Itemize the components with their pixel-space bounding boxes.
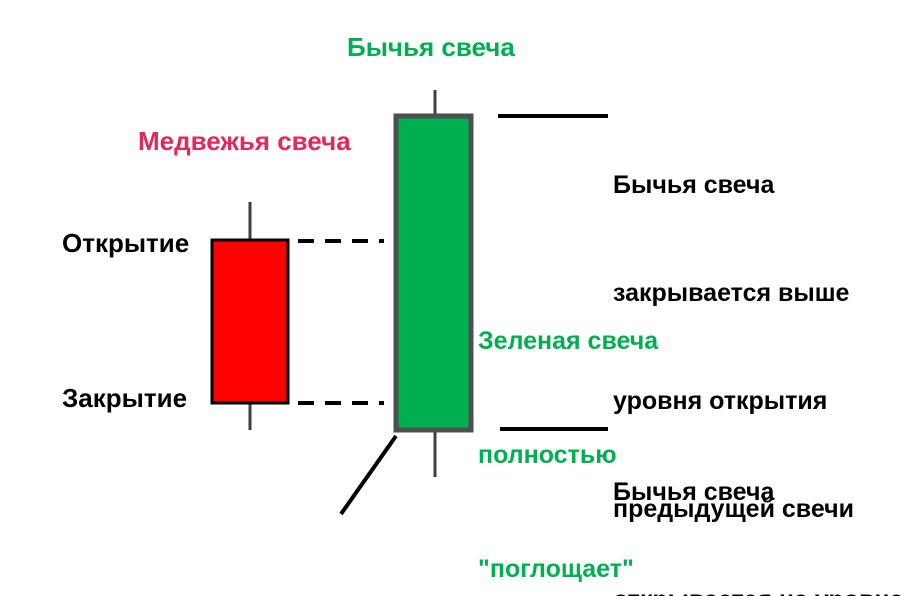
close-level-label: Закрытие (62, 383, 188, 413)
open-level-label: Открытие (62, 228, 190, 258)
opens-note-line: открывается на уровне (613, 582, 903, 596)
engulfing-note-line: Зеленая свеча (478, 327, 659, 355)
engulfing-note-line: "поглощает" (478, 555, 634, 583)
bullish-candle-title: Бычья свеча (347, 32, 515, 62)
closes-above-note-line: Бычья свеча (613, 171, 775, 199)
gap-note: Разрыв: открытие чуть ниже (187, 520, 424, 596)
opens-at-or-below-note: Бычья свеча открывается на уровне или ни… (613, 402, 903, 596)
bullish-candle-body (393, 113, 474, 433)
engulfing-note: Зеленая свеча полностью "поглощает" пред… (478, 246, 724, 596)
closes-above-note-line: предыдущей свечи (613, 495, 854, 523)
closes-above-note-line: закрывается выше (613, 279, 850, 307)
opens-note-line: Бычья свеча (613, 478, 775, 506)
gap-note-pointer-line (339, 434, 398, 516)
bearish-candle-body (210, 238, 290, 405)
engulfing-note-line: полностью (478, 441, 617, 469)
closes-above-note: Бычья свеча закрывается выше уровня откр… (613, 95, 854, 596)
bearish-candle-title: Медвежья свеча (138, 126, 351, 156)
closes-above-note-line: уровня открытия (613, 387, 828, 415)
